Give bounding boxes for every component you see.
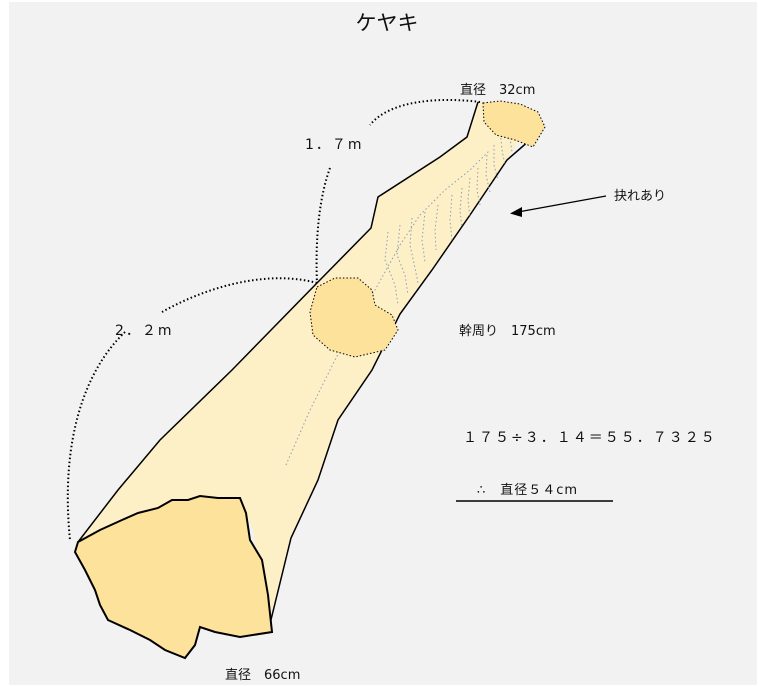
upper-length-label: 1．７m bbox=[305, 137, 364, 153]
notch-arrow bbox=[510, 195, 607, 217]
top-cut-face bbox=[482, 100, 546, 148]
girth-label: 幹周り 175cm bbox=[459, 323, 556, 339]
upper-length-arc bbox=[369, 98, 481, 126]
girth-notch bbox=[309, 277, 399, 358]
bottom-cut-face bbox=[73, 494, 274, 660]
notch-label: 抉れあり bbox=[614, 189, 666, 204]
keyaki-log-diagram: ケヤキ 直径 32cm 1．７m 抉れあり 2．２m 幹周り 175cm １７５… bbox=[66, 11, 717, 683]
lower-length-label: 2．２m bbox=[115, 323, 174, 339]
result-label: ∴ 直径５４cm bbox=[477, 483, 578, 498]
diagram-title: ケヤキ bbox=[356, 11, 419, 35]
calculation-label: １７５÷３．１４＝５５．７３２５ bbox=[463, 430, 717, 446]
diagram-canvas: ケヤキ 直径 32cm 1．７m 抉れあり 2．２m 幹周り 175cm １７５… bbox=[9, 2, 757, 685]
wood-grain bbox=[285, 109, 519, 466]
upper-length-arc-lower bbox=[315, 167, 331, 284]
dimension-arcs bbox=[66, 98, 481, 541]
bottom-diameter-label: 直径 66cm bbox=[225, 668, 300, 683]
top-diameter-label: 直径 32cm bbox=[460, 83, 535, 98]
lower-length-arc-lower bbox=[66, 331, 126, 541]
lower-length-arc bbox=[161, 277, 318, 313]
trunk-left-edge bbox=[77, 101, 479, 543]
